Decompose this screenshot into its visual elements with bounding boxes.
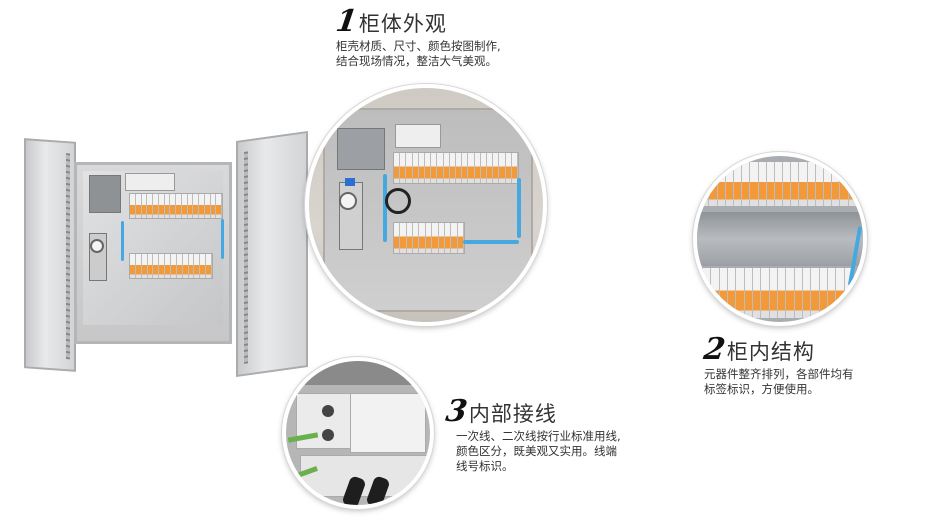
pressure-gauge xyxy=(339,192,357,210)
caption-number: 3 xyxy=(443,394,470,429)
right-door xyxy=(236,130,308,378)
desc-line: 线号标识。 xyxy=(456,459,514,473)
air-tube xyxy=(121,221,124,261)
caption-description: 柜壳材质、尺寸、颜色按图制作, 结合现场情况，整洁大气美观。 xyxy=(336,39,501,69)
desc-line: 柜壳材质、尺寸、颜色按图制作, xyxy=(336,39,501,53)
desc-line: 标签标识，方便使用。 xyxy=(704,382,819,396)
io-module xyxy=(395,124,441,148)
din-rail-duct xyxy=(697,212,863,266)
detail-image-structure xyxy=(693,152,867,326)
air-tube xyxy=(463,240,519,244)
pressure-gauge xyxy=(90,239,104,253)
caption-number: 1 xyxy=(333,4,360,39)
caption-title: 内部接线 xyxy=(468,402,557,426)
desc-line: 颜色区分，既美观又实用。线端 xyxy=(456,444,617,458)
desc-line: 结合现场情况，整洁大气美观。 xyxy=(336,54,497,68)
terminal-row-top xyxy=(697,162,863,206)
caption-wiring: 3 内部接线 一次线、二次线按行业标准用线, 颜色区分，既美观又实用。线端 线号… xyxy=(443,394,621,474)
io-block-right xyxy=(350,393,426,453)
caption-title: 柜内结构 xyxy=(726,340,815,364)
terminal-row-bottom xyxy=(393,222,465,254)
io-block-bottom xyxy=(300,455,430,497)
breaker-box xyxy=(337,128,385,170)
regulator-knob xyxy=(345,178,355,186)
air-tube xyxy=(383,174,387,242)
duct-top xyxy=(286,361,430,385)
desc-line: 一次线、二次线按行业标准用线, xyxy=(456,429,621,443)
left-door xyxy=(24,138,76,372)
air-tube xyxy=(517,178,521,238)
caption-title: 柜体外观 xyxy=(358,12,447,36)
m12-connector xyxy=(322,429,334,441)
desc-line: 元器件整齐排列，各部件均有 xyxy=(704,367,854,381)
caption-description: 元器件整齐排列，各部件均有 标签标识，方便使用。 xyxy=(704,367,854,397)
detail-image-wiring xyxy=(282,357,434,509)
cabinet-full-image xyxy=(24,130,308,378)
io-module xyxy=(125,173,175,191)
cabinet-body xyxy=(74,162,232,344)
terminal-row-bottom xyxy=(129,253,213,279)
caption-description: 一次线、二次线按行业标准用线, 颜色区分，既美观又实用。线端 线号标识。 xyxy=(446,429,621,474)
m12-connector xyxy=(322,405,334,417)
caption-structure: 2 柜内结构 元器件整齐排列，各部件均有 标签标识，方便使用。 xyxy=(701,332,854,397)
caption-exterior: 1 柜体外观 柜壳材质、尺寸、颜色按图制作, 结合现场情况，整洁大气美观。 xyxy=(333,4,501,69)
detail-image-exterior xyxy=(305,84,547,326)
mounting-plate xyxy=(83,171,224,325)
caption-number: 2 xyxy=(701,332,728,367)
terminal-row-top xyxy=(393,152,519,184)
air-tube xyxy=(221,219,224,259)
terminal-row-bottom xyxy=(703,268,853,318)
terminal-row-top xyxy=(129,193,223,219)
breaker-box xyxy=(89,175,121,213)
cable-coil xyxy=(385,188,411,214)
